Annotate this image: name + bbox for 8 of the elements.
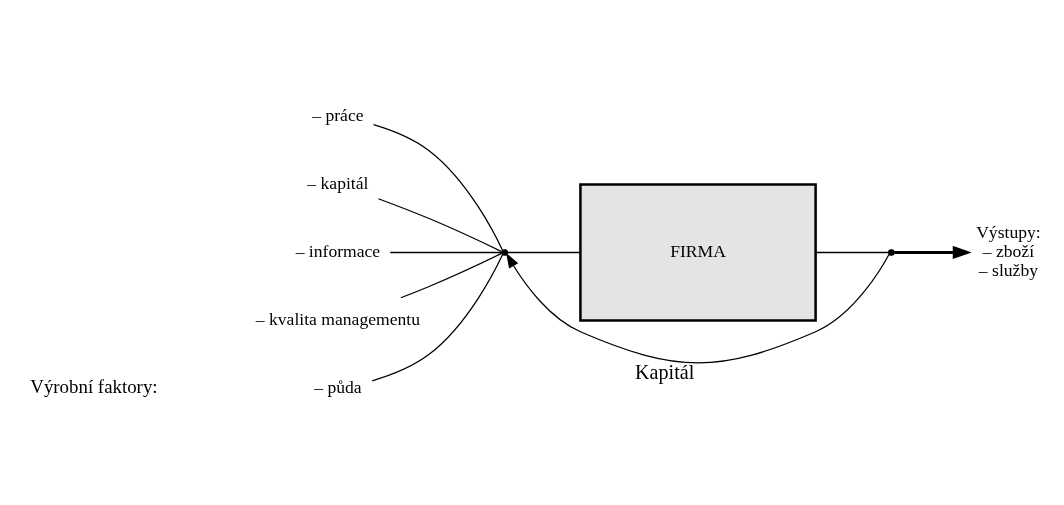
node-text: – práce [312,105,364,126]
edge-label: Kapitál [635,360,695,383]
node-text: – informace [295,241,381,262]
label: Výrobní faktory: [30,375,158,397]
node-text: – půda [314,376,362,397]
node-text: – kvalita managementu [255,309,420,330]
node-text: – kapitál [307,173,369,194]
node-text: Výstupy: – zboží – služby [976,222,1041,281]
